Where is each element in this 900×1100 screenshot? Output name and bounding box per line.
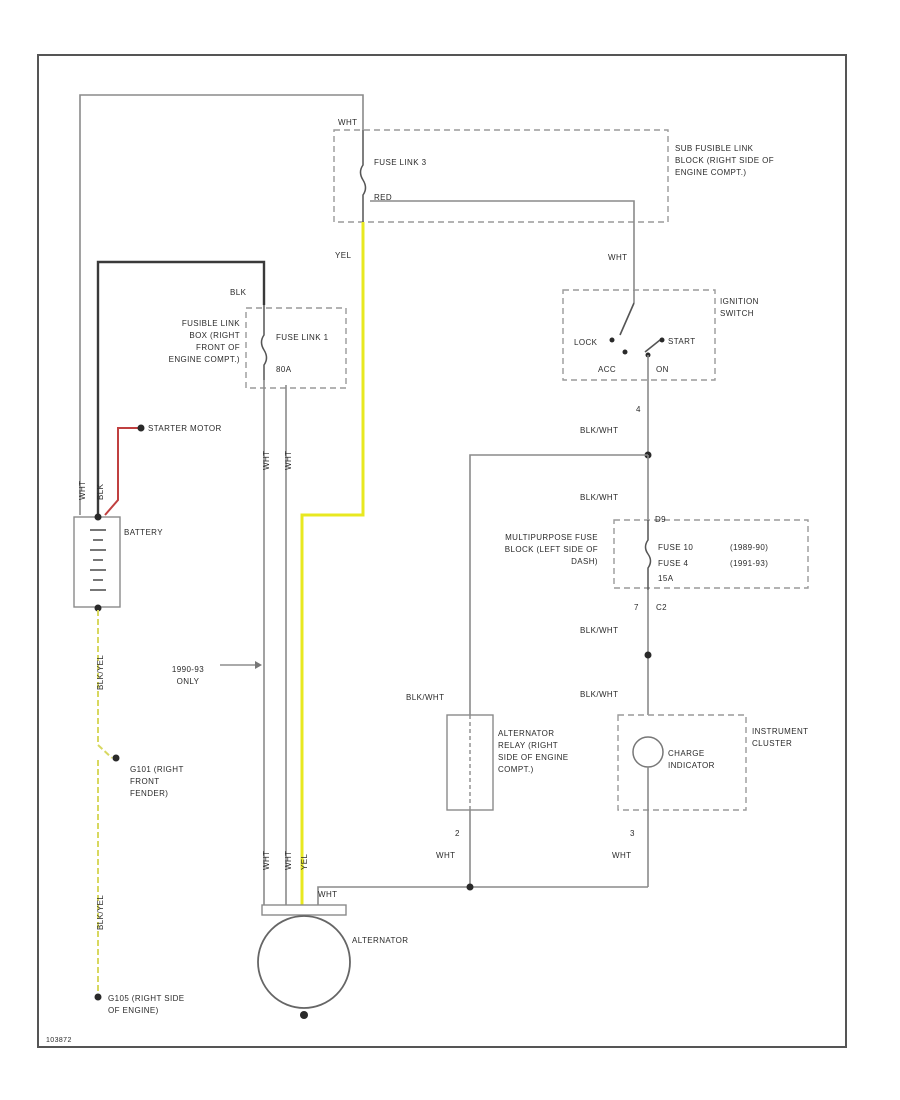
label-charge-indicator: CHARGE INDICATOR [668, 749, 714, 770]
ign-start-node [659, 337, 665, 343]
label-ignition-switch: IGNITION SWITCH [720, 297, 758, 318]
sub-fusible-link-block-box [333, 129, 669, 223]
diagram-border [37, 54, 847, 1048]
label-wht-v1: WHT [78, 481, 87, 500]
label-yel-v: YEL [300, 854, 309, 870]
wire-battery-to-top [79, 94, 364, 515]
label-pin-d9: D9 [655, 515, 666, 524]
label-wht-top: WHT [338, 118, 357, 127]
wire-ground-g101 [97, 610, 113, 759]
wire-black-battery [96, 260, 266, 515]
label-80a: 80A [276, 365, 292, 374]
alternator-symbol [257, 915, 351, 1009]
wire-red-starter [104, 427, 140, 516]
label-g101: G101 (RIGHT FRONT FENDER) [130, 765, 183, 798]
label-blk-wht-relay: BLK/WHT [406, 693, 444, 702]
ign-acc-node [622, 349, 628, 355]
label-blk-v: BLK [96, 483, 105, 500]
wire-to-relay [469, 454, 648, 715]
g105-node [94, 993, 102, 1001]
label-fuse-link-1: FUSE LINK 1 [276, 333, 329, 342]
ign-contact-1 [619, 302, 635, 336]
label-alternator-relay: ALTERNATOR RELAY (RIGHT SIDE OF ENGINE C… [498, 729, 568, 774]
label-fuse-4-years: (1991-93) [730, 559, 768, 568]
label-blk-wht-3: BLK/WHT [580, 626, 618, 635]
fuse-link-1-symbol [260, 305, 268, 380]
label-battery: BATTERY [124, 528, 163, 537]
label-wht-alt: WHT [318, 890, 337, 899]
label-fuse-10: FUSE 10 [658, 543, 693, 552]
label-pin-3: 3 [630, 829, 635, 838]
footer-code: 103872 [46, 1037, 72, 1044]
ign-contact-2 [644, 339, 661, 353]
starter-terminal [137, 424, 145, 432]
label-g105: G105 (RIGHT SIDE OF ENGINE) [108, 994, 184, 1015]
label-1990-93-only: 1990-93 ONLY [172, 665, 204, 686]
label-fuse-link-3: FUSE LINK 3 [374, 158, 427, 167]
alternator-terminal-block [261, 904, 347, 916]
label-blk-yel-1: BLK/YEL [96, 655, 105, 690]
label-on: ON [656, 365, 669, 374]
wire-wht-common [317, 886, 648, 905]
label-wht-relay: WHT [436, 851, 455, 860]
fuse-link-3-symbol [359, 130, 367, 225]
ign-lock-node [609, 337, 615, 343]
label-sub-fusible-link-block: SUB FUSIBLE LINK BLOCK (RIGHT SIDE OF EN… [675, 144, 774, 177]
label-fuse-10-years: (1989-90) [730, 543, 768, 552]
label-blk-yel-2: BLK/YEL [96, 895, 105, 930]
label-wht-cluster: WHT [612, 851, 631, 860]
charge-indicator-lamp-icon [632, 736, 664, 768]
label-multipurpose-fuse-block: MULTIPURPOSE FUSE BLOCK (LEFT SIDE OF DA… [505, 533, 598, 566]
label-lock: LOCK [574, 338, 598, 347]
label-pin-4: 4 [636, 405, 641, 414]
battery-cells-icon [90, 529, 106, 591]
fuse-10-symbol [644, 520, 652, 590]
label-wht-v4: WHT [262, 851, 271, 870]
splice-node-3 [466, 883, 474, 891]
label-starter-motor: STARTER MOTOR [148, 424, 221, 433]
label-pin-7: 7 [634, 603, 639, 612]
label-instrument-cluster: INSTRUMENT CLUSTER [752, 727, 808, 748]
label-fuse-4: FUSE 4 [658, 559, 689, 568]
fusible-link-box [245, 307, 347, 389]
label-wht-v3: WHT [284, 451, 293, 470]
label-wht-v5: WHT [284, 851, 293, 870]
battery-positive-node [94, 513, 102, 521]
label-yel: YEL [335, 251, 351, 260]
label-blk-wht-1: BLK/WHT [580, 426, 618, 435]
wire-red-to-ignition [370, 200, 635, 290]
multipurpose-fuse-block-box [613, 519, 809, 589]
label-wht-v2: WHT [262, 451, 271, 470]
label-start: START [668, 337, 695, 346]
label-pin-2: 2 [455, 829, 460, 838]
label-fusible-link-box: FUSIBLE LINK BOX (RIGHT FRONT OF ENGINE … [169, 319, 240, 364]
g101-node [112, 754, 120, 762]
label-blk-wht-4: BLK/WHT [580, 690, 618, 699]
instrument-cluster-box [617, 714, 747, 811]
wire-yellow [300, 222, 365, 905]
note-arrowhead [255, 661, 262, 669]
label-blk-top: BLK [230, 288, 247, 297]
battery-negative-node [94, 604, 102, 612]
alternator-ground-node [300, 1011, 308, 1019]
label-wht-ign: WHT [608, 253, 627, 262]
label-15a: 15A [658, 574, 674, 583]
label-blk-wht-2: BLK/WHT [580, 493, 618, 502]
ignition-switch-box [562, 289, 716, 381]
label-red: RED [374, 193, 392, 202]
label-alternator: ALTERNATOR [352, 936, 408, 945]
splice-node-2 [644, 651, 652, 659]
label-acc: ACC [598, 365, 616, 374]
label-pin-c2: C2 [656, 603, 667, 612]
